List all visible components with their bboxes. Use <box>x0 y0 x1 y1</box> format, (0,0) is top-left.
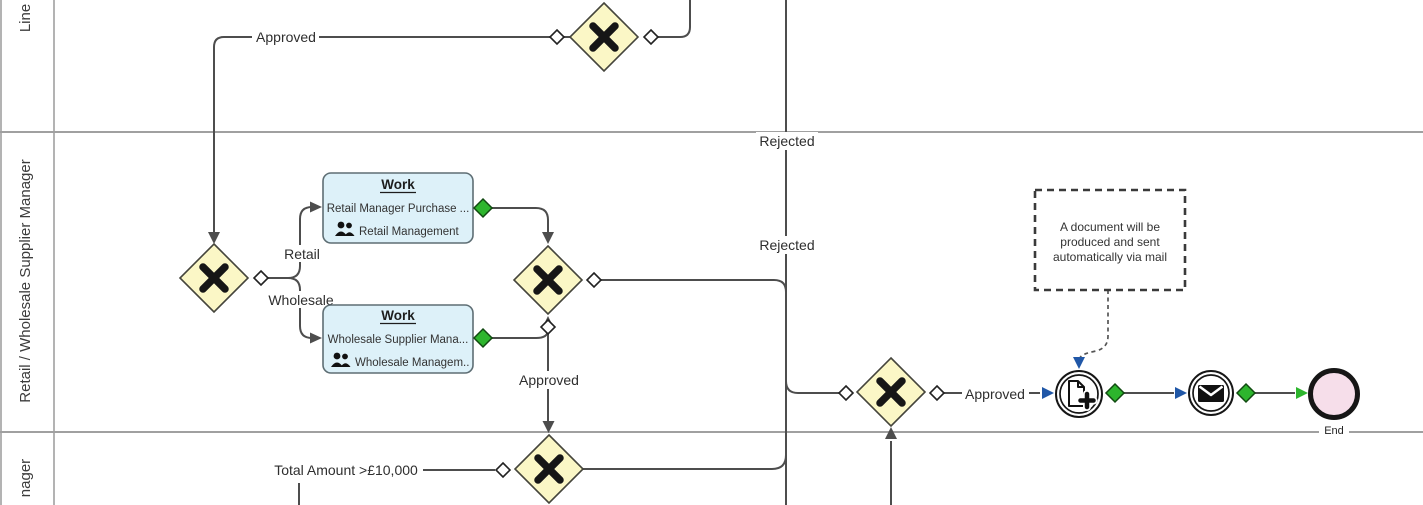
flow-top-right-up[interactable] <box>657 0 691 38</box>
label-bg <box>756 132 818 150</box>
arrowhead <box>208 232 220 244</box>
diamond-marker-icon <box>585 271 603 289</box>
label-bg <box>281 245 324 262</box>
annotation-text-line: A document will be <box>1060 220 1160 234</box>
intermediate-event-send-message[interactable] <box>1188 370 1234 416</box>
flow-label-retail[interactable]: Retail <box>281 245 324 262</box>
lane-label-bottom-partial[interactable]: nager <box>17 459 34 497</box>
exclusive-gateway-middle[interactable] <box>512 244 584 316</box>
task-type-label: Work <box>381 308 415 323</box>
people-icon <box>335 221 355 236</box>
task-wholesale-supplier-manager[interactable]: Work Wholesale Supplier Mana... Wholesal… <box>322 304 474 374</box>
diamond-marker-icon <box>252 269 270 287</box>
flow-wholesale-to-gateway[interactable] <box>492 329 549 339</box>
arrowhead <box>885 427 897 439</box>
label-bg <box>252 28 319 46</box>
arrowhead-green <box>1296 387 1308 399</box>
flow-approved-top[interactable] <box>213 36 570 238</box>
arrowhead <box>310 201 322 213</box>
label-bg <box>266 291 336 308</box>
arrowhead-blue <box>1073 357 1085 369</box>
exclusive-gateway-left[interactable] <box>178 242 250 314</box>
svg-text:Approved: Approved <box>965 386 1025 402</box>
label-bg <box>962 385 1029 402</box>
task-retail-manager-purchase[interactable]: Work Retail Manager Purchase ... Retail … <box>322 172 474 244</box>
diamond-marker-icon <box>494 461 512 479</box>
task-performer: Retail Management <box>359 226 460 238</box>
flow-into-right-gateway[interactable] <box>785 380 839 394</box>
x-exclusive-icon <box>533 265 563 295</box>
task-name: Wholesale Supplier Mana... <box>328 334 469 346</box>
label-bg <box>516 371 582 389</box>
exclusive-gateway-right[interactable] <box>855 356 927 428</box>
exclusive-gateway-bottom[interactable] <box>513 433 585 505</box>
svg-text:Approved: Approved <box>256 29 316 45</box>
label-bg <box>269 461 423 479</box>
task-performer: Wholesale Managem.. <box>355 357 469 369</box>
flow-label-approved-right[interactable]: Approved <box>962 385 1029 402</box>
arrowhead <box>542 232 554 244</box>
flow-label-approved-top[interactable]: Approved <box>252 28 319 46</box>
label-bg <box>1319 423 1349 437</box>
arrowhead <box>310 332 322 344</box>
arrowhead-blue <box>1175 387 1187 399</box>
end-event[interactable]: End <box>1308 368 1360 438</box>
annotation-text-line: automatically via mail <box>1053 250 1167 264</box>
diamond-marker-icon <box>928 384 946 402</box>
flow-retail-to-gateway[interactable] <box>492 207 549 232</box>
envelope-icon <box>1198 385 1224 402</box>
svg-text:Rejected: Rejected <box>759 133 814 149</box>
flow-label-wholesale[interactable]: Wholesale <box>266 291 336 308</box>
svg-text:Approved: Approved <box>519 372 579 388</box>
end-event-circle <box>1308 368 1360 420</box>
lane-label-retail-wholesale-manager[interactable]: Retail / Wholesale Supplier Manager <box>17 159 34 402</box>
label-bg <box>756 236 818 254</box>
diamond-marker-icon <box>539 318 557 336</box>
flow-label-total-amount[interactable]: Total Amount >£10,000 <box>269 461 423 479</box>
lane-label-line[interactable]: Line <box>17 4 34 32</box>
document-plus-icon <box>1068 380 1098 411</box>
annotation-text-line: produced and sent <box>1060 235 1160 249</box>
green-diamond-marker <box>1104 382 1126 404</box>
svg-text:Wholesale: Wholesale <box>268 292 334 308</box>
flow-label-rejected-upper[interactable]: Rejected <box>756 132 818 150</box>
diamond-marker-icon <box>837 384 855 402</box>
annotation-connector[interactable] <box>1079 290 1109 359</box>
arrowhead <box>542 421 555 433</box>
end-event-label: End <box>1324 425 1344 437</box>
x-exclusive-icon <box>534 454 564 484</box>
green-diamond-marker <box>1235 382 1257 404</box>
diamond-marker-icon <box>548 28 566 46</box>
flow-retail-branch[interactable] <box>268 206 315 279</box>
event-inner-ring <box>1059 374 1099 414</box>
people-icon <box>331 352 351 367</box>
annotation-shape <box>1033 188 1187 292</box>
x-exclusive-icon <box>199 263 229 293</box>
diamond-marker-icon <box>642 28 660 46</box>
svg-text:Retail: Retail <box>284 246 320 262</box>
arrowhead-blue <box>1042 387 1054 399</box>
flow-label-rejected-lower[interactable]: Rejected <box>756 236 818 254</box>
flow-rejected-middle[interactable] <box>601 279 787 293</box>
flow-label-approved-middle[interactable]: Approved <box>516 371 582 389</box>
event-inner-ring <box>1192 374 1230 412</box>
green-diamond-marker <box>472 327 494 349</box>
x-exclusive-icon <box>876 377 906 407</box>
svg-text:Rejected: Rejected <box>759 237 814 253</box>
task-shape <box>322 304 474 374</box>
x-exclusive-icon <box>589 22 619 52</box>
flow-bottom-gateway-right[interactable] <box>583 454 787 470</box>
intermediate-event-create-document[interactable] <box>1055 370 1103 418</box>
svg-text:Total Amount >£10,000: Total Amount >£10,000 <box>274 462 418 478</box>
exclusive-gateway-top[interactable] <box>568 1 640 73</box>
task-type-label: Work <box>381 177 415 192</box>
task-name: Retail Manager Purchase ... <box>327 203 470 215</box>
annotation-box[interactable]: A document will be produced and sent aut… <box>1033 188 1187 292</box>
green-diamond-marker <box>472 197 494 219</box>
